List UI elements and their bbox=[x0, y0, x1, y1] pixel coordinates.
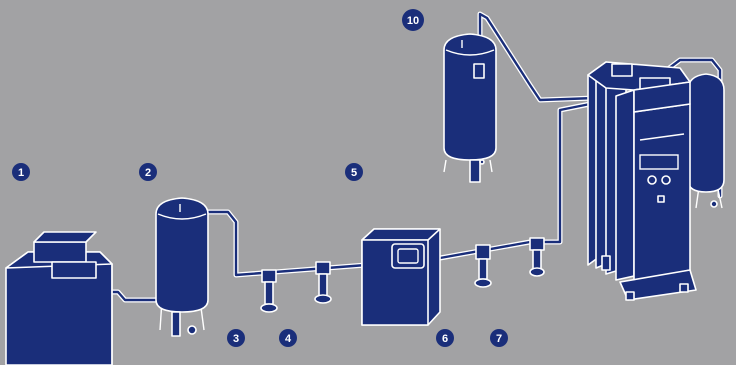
callout-4: 4 bbox=[279, 329, 297, 347]
callout-7: 7 bbox=[490, 329, 508, 347]
condensate-drain-icon bbox=[474, 244, 492, 288]
callout-label: 1 bbox=[18, 167, 24, 179]
callout-label: 5 bbox=[351, 167, 357, 179]
gas-generator-cabinet-icon bbox=[587, 61, 697, 301]
badge-circle bbox=[139, 163, 157, 181]
callout-1: 1 bbox=[12, 163, 30, 181]
air-receiver-tank-icon bbox=[687, 73, 725, 209]
badge-circle bbox=[436, 329, 454, 347]
compressor-unit-icon bbox=[5, 231, 113, 365]
badge-circle bbox=[402, 9, 424, 31]
callout-label: 7 bbox=[496, 333, 502, 345]
condensate-drain-icon bbox=[260, 269, 278, 313]
callout-label: 2 bbox=[145, 167, 151, 179]
badge-circle bbox=[490, 329, 508, 347]
badge-circle bbox=[345, 163, 363, 181]
callout-6: 6 bbox=[436, 329, 454, 347]
condensate-drain-icon bbox=[529, 237, 545, 277]
condensate-drain-icon bbox=[314, 261, 332, 304]
callout-label: 4 bbox=[285, 333, 292, 345]
air-receiver-tank-icon bbox=[155, 197, 209, 337]
callout-label: 10 bbox=[407, 15, 419, 27]
callout-label: 6 bbox=[442, 333, 448, 345]
callout-5: 5 bbox=[345, 163, 363, 181]
callout-label: 3 bbox=[233, 333, 239, 345]
air-receiver-tank-icon bbox=[443, 33, 497, 183]
callout-2: 2 bbox=[139, 163, 157, 181]
callout-10: 10 bbox=[402, 9, 424, 31]
badge-circle bbox=[12, 163, 30, 181]
badge-circle bbox=[227, 329, 245, 347]
badge-circle bbox=[279, 329, 297, 347]
refrigerated-dryer-icon bbox=[361, 228, 441, 326]
callout-3: 3 bbox=[227, 329, 245, 347]
